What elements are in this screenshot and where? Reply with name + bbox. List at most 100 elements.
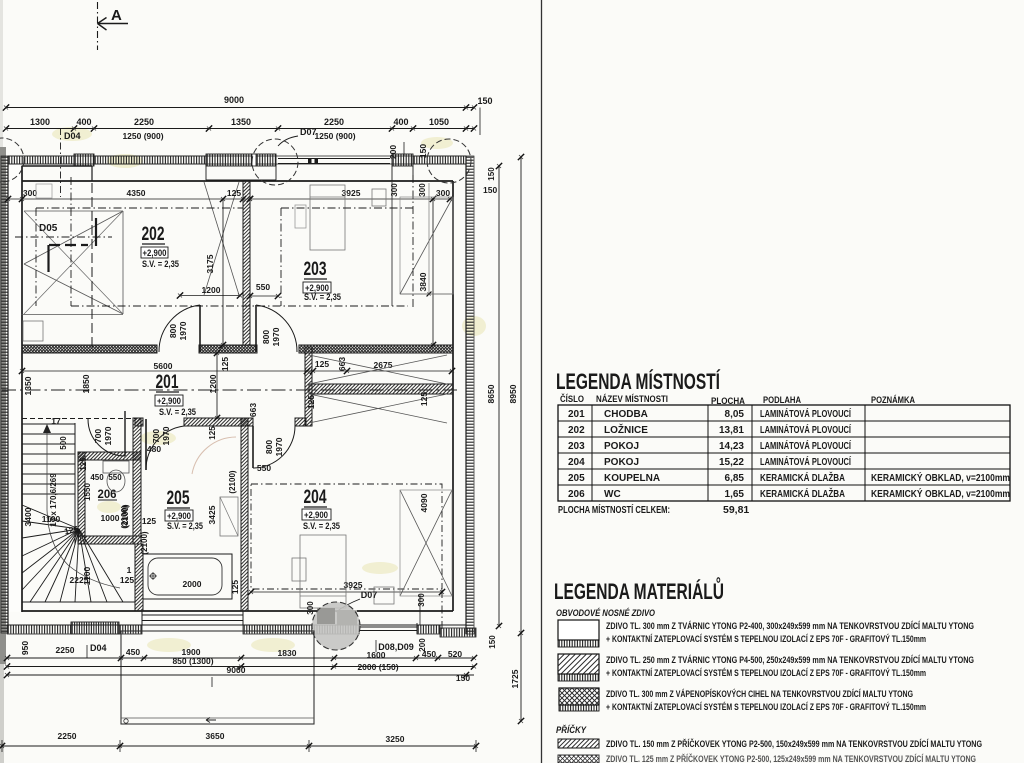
svg-text:450: 450	[126, 647, 140, 657]
svg-text:850 (1300): 850 (1300)	[172, 656, 213, 666]
svg-text:550: 550	[257, 463, 271, 473]
svg-text:3925: 3925	[342, 188, 361, 198]
svg-text:1000: 1000	[101, 513, 120, 523]
svg-text:520: 520	[448, 649, 462, 659]
svg-text:800: 800	[168, 324, 178, 338]
svg-text:663: 663	[337, 357, 347, 371]
svg-text:OBVODOVÉ NOSNÉ ZDIVO: OBVODOVÉ NOSNÉ ZDIVO	[556, 608, 655, 618]
svg-text:9000: 9000	[227, 665, 246, 675]
svg-text:POKOJ: POKOJ	[604, 441, 639, 452]
svg-text:201: 201	[568, 409, 585, 420]
svg-text:ZDIVO TL. 125 mm Z PŘÍČKOVEK Y: ZDIVO TL. 125 mm Z PŘÍČKOVEK YTONG P2-50…	[606, 753, 976, 763]
svg-text:(2100): (2100)	[121, 504, 130, 527]
svg-text:8650: 8650	[486, 384, 496, 403]
svg-text:KERAMICKÁ DLAŽBA: KERAMICKÁ DLAŽBA	[760, 471, 845, 484]
svg-text:4090: 4090	[419, 493, 429, 512]
svg-text:800: 800	[261, 330, 271, 344]
svg-text:1: 1	[127, 565, 132, 575]
svg-text:ZDIVO TL. 300 mm Z VÁPENOPÍSKO: ZDIVO TL. 300 mm Z VÁPENOPÍSKOVÝCH CIHEL…	[606, 688, 913, 699]
svg-text:D04: D04	[64, 131, 81, 141]
svg-text:200: 200	[388, 145, 398, 159]
svg-text:3925: 3925	[344, 580, 363, 590]
svg-text:2250: 2250	[58, 731, 77, 741]
svg-text:2000: 2000	[183, 579, 202, 589]
svg-text:17 x 170,6/269: 17 x 170,6/269	[49, 473, 58, 527]
svg-text:ZDIVO TL. 250 mm Z TVÁRNIC YTO: ZDIVO TL. 250 mm Z TVÁRNIC YTONG P4-500,…	[606, 655, 974, 665]
svg-text:300: 300	[390, 183, 399, 197]
svg-text:125: 125	[220, 357, 230, 371]
svg-text:2225: 2225	[70, 575, 89, 585]
svg-text:4350: 4350	[127, 188, 146, 198]
svg-text:1830: 1830	[278, 648, 297, 658]
svg-text:125: 125	[142, 516, 156, 526]
svg-text:150: 150	[456, 673, 470, 683]
svg-text:700: 700	[93, 429, 103, 443]
svg-text:1250 (900): 1250 (900)	[122, 131, 163, 141]
svg-text:201: 201	[156, 372, 179, 393]
svg-text:(2100): (2100)	[140, 531, 149, 554]
svg-text:480: 480	[147, 444, 161, 454]
svg-text:1970: 1970	[161, 426, 171, 445]
svg-text:+ KONTAKTNÍ ZATEPLOVACÍ SYSTÉM: + KONTAKTNÍ ZATEPLOVACÍ SYSTÉM S TEPELNO…	[606, 633, 926, 644]
svg-text:1970: 1970	[271, 327, 281, 346]
svg-text:CHODBA: CHODBA	[604, 409, 648, 420]
svg-text:1100: 1100	[82, 567, 92, 586]
svg-text:S.V. = 2,35: S.V. = 2,35	[304, 292, 342, 303]
svg-text:S.V. = 2,35: S.V. = 2,35	[167, 521, 204, 532]
svg-text:150: 150	[483, 185, 497, 195]
svg-text:KERAMICKÝ OBKLAD, v=2100mm: KERAMICKÝ OBKLAD, v=2100mm	[871, 487, 1010, 500]
svg-text:1600: 1600	[367, 650, 386, 660]
svg-text:PŘÍČKY: PŘÍČKY	[556, 724, 587, 735]
svg-text:1900: 1900	[182, 647, 201, 657]
svg-text:203: 203	[304, 259, 327, 280]
svg-text:1550: 1550	[83, 483, 92, 501]
svg-text:300: 300	[306, 601, 315, 615]
svg-text:1,65: 1,65	[725, 489, 745, 500]
svg-text:S.V. = 2,35: S.V. = 2,35	[142, 259, 180, 270]
svg-text:400: 400	[76, 117, 91, 127]
svg-text:+2,900: +2,900	[305, 283, 329, 293]
svg-text:LAMINÁTOVÁ PLOVOUCÍ: LAMINÁTOVÁ PLOVOUCÍ	[760, 455, 851, 468]
svg-text:D07: D07	[300, 127, 317, 137]
svg-text:125: 125	[120, 575, 134, 585]
svg-text:D07: D07	[361, 590, 378, 600]
svg-text:125: 125	[419, 392, 429, 406]
svg-text:300: 300	[436, 188, 450, 198]
svg-text:13,81: 13,81	[719, 425, 744, 436]
svg-text:125: 125	[208, 426, 217, 440]
svg-text:1200: 1200	[202, 285, 221, 295]
svg-text:9000: 9000	[224, 95, 244, 105]
svg-text:+ KONTAKTNÍ ZATEPLOVACÍ SYSTÉM: + KONTAKTNÍ ZATEPLOVACÍ SYSTÉM S TEPELNO…	[606, 701, 926, 712]
svg-text:+2,900: +2,900	[143, 248, 167, 258]
svg-text:300: 300	[23, 188, 37, 198]
svg-text:550: 550	[108, 473, 122, 482]
svg-text:205: 205	[167, 488, 190, 509]
svg-text:450: 450	[422, 649, 436, 659]
svg-text:(2100): (2100)	[120, 505, 129, 528]
svg-text:KOUPELNA: KOUPELNA	[604, 473, 660, 484]
svg-text:125: 125	[315, 359, 329, 369]
svg-text:8950: 8950	[508, 384, 518, 403]
svg-text:+2,900: +2,900	[304, 510, 328, 520]
svg-text:PLOCHA MÍSTNOSTÍ CELKEM:: PLOCHA MÍSTNOSTÍ CELKEM:	[558, 503, 670, 516]
svg-text:400: 400	[393, 117, 408, 127]
svg-text:S.V. = 2,35: S.V. = 2,35	[159, 407, 197, 418]
svg-text:150: 150	[487, 167, 496, 181]
svg-text:LOŽNICE: LOŽNICE	[604, 423, 648, 436]
svg-text:ZDIVO TL. 300 mm Z TVÁRNIC YTO: ZDIVO TL. 300 mm Z TVÁRNIC YTONG P2-400,…	[606, 621, 974, 631]
svg-text:2250: 2250	[56, 645, 75, 655]
svg-text:LEGENDA MATERIÁLŮ: LEGENDA MATERIÁLŮ	[554, 576, 724, 604]
svg-text:1970: 1970	[178, 321, 188, 340]
svg-text:WC: WC	[604, 489, 621, 500]
svg-text:800: 800	[264, 440, 274, 454]
svg-text:D08,D09: D08,D09	[378, 642, 414, 652]
svg-text:2250: 2250	[134, 117, 154, 127]
svg-text:1350: 1350	[231, 117, 251, 127]
svg-text:125: 125	[79, 457, 88, 471]
svg-text:1850: 1850	[81, 374, 91, 393]
svg-text:(2100): (2100)	[228, 470, 237, 493]
svg-text:1970: 1970	[103, 426, 113, 445]
svg-text:150: 150	[418, 144, 428, 158]
svg-text:1250 (900): 1250 (900)	[314, 131, 355, 141]
svg-text:950: 950	[20, 641, 30, 655]
